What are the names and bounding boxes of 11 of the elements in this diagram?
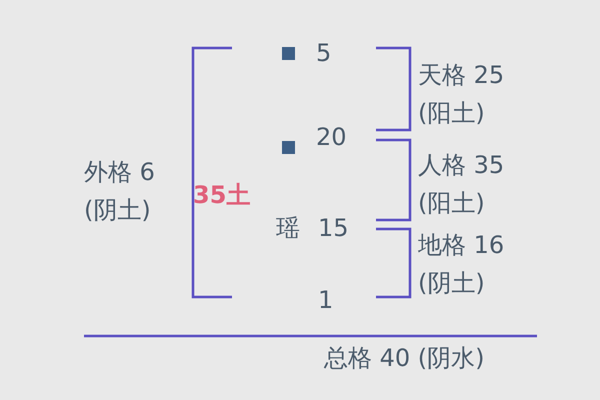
total-value: 35土 [193, 180, 250, 211]
grid-label: 人格 35 (阳土) [418, 150, 506, 219]
stroke-number: 15 [318, 213, 349, 244]
grid-label: 外格 6 (阴土) [84, 157, 156, 226]
grid-label: 地格 16 (阴土) [418, 230, 506, 299]
grid-label: 总格 40 (阴水) [324, 343, 485, 374]
stroke-number: 5 [316, 38, 332, 69]
stroke-number: 20 [316, 122, 347, 153]
character: 瑶 [276, 213, 300, 244]
grid-label: 天格 25 (阳土) [418, 60, 506, 129]
stroke-number: 1 [318, 285, 334, 316]
